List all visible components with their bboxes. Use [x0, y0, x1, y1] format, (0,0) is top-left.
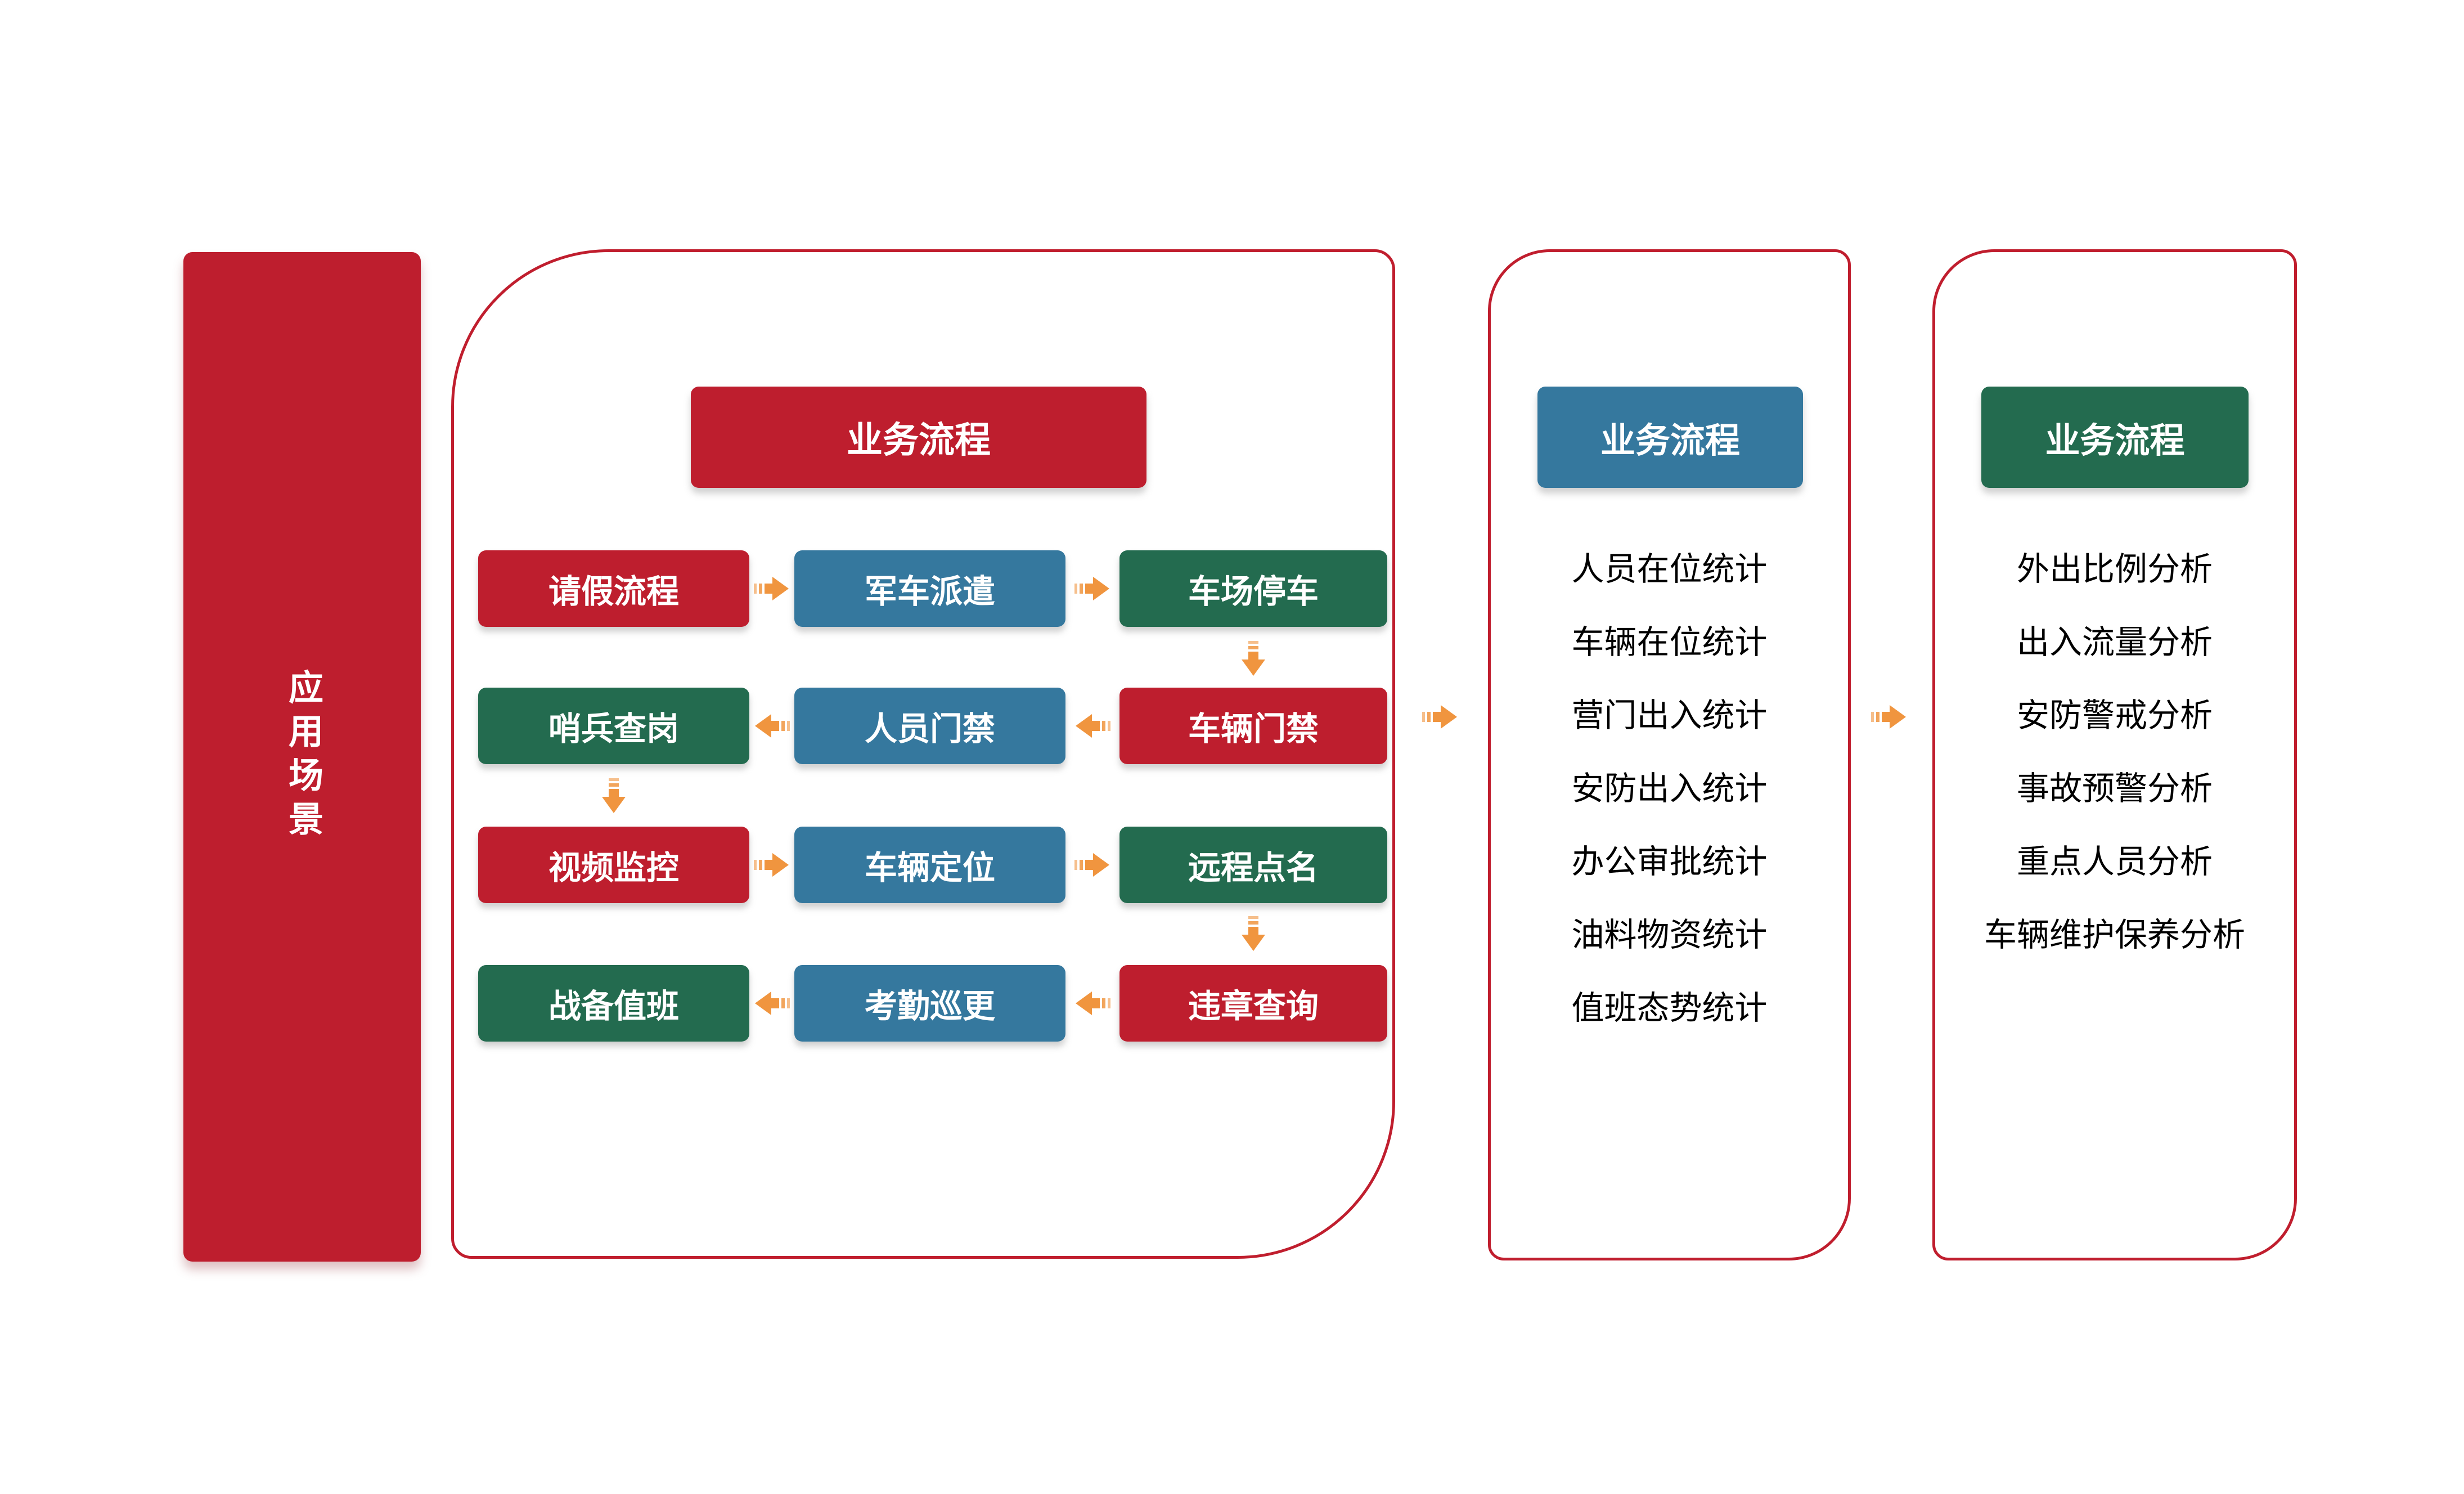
arrow-right-icon — [754, 853, 789, 877]
flow-box-attendance-patrol: 考勤巡更 — [794, 965, 1065, 1042]
arrow-left-icon — [1076, 714, 1110, 738]
flow-box-vehicle-location: 车辆定位 — [794, 827, 1065, 903]
flow-box-leave-process: 请假流程 — [478, 550, 749, 627]
flow-box-parking: 车场停车 — [1119, 550, 1387, 627]
arrow-right-icon — [1871, 705, 1906, 729]
flow-box-violation-query: 违章查询 — [1119, 965, 1387, 1042]
arrow-right-icon — [1074, 853, 1109, 877]
arrow-left-icon — [1076, 991, 1110, 1015]
statistics-panel: 业务流程 人员在位统计 车辆在位统计 营门出入统计 安防出入统计 办公审批统计 … — [1488, 249, 1851, 1260]
flow-box-military-dispatch: 军车派遣 — [794, 550, 1065, 627]
flow-box-remote-rollcall: 远程点名 — [1119, 827, 1387, 903]
arrow-right-icon — [1074, 577, 1109, 600]
list-item: 事故预警分析 — [2016, 770, 2213, 807]
flow-box-video-monitoring: 视频监控 — [478, 827, 749, 903]
list-item: 车辆维护保养分析 — [1984, 917, 2245, 953]
statistics-list: 人员在位统计 车辆在位统计 营门出入统计 安防出入统计 办公审批统计 油料物资统… — [1491, 530, 1848, 1042]
arrow-left-icon — [755, 714, 790, 738]
list-item: 油料物资统计 — [1571, 917, 1768, 953]
analysis-list: 外出比例分析 出入流量分析 安防警戒分析 事故预警分析 重点人员分析 车辆维护保… — [1935, 530, 2294, 968]
list-item: 安防警戒分析 — [2016, 697, 2213, 734]
business-flow-panel: 业务流程 请假流程 军车派遣 车场停车 哨兵查岗 人员门禁 车辆门禁 视频监控 … — [451, 249, 1395, 1259]
application-scenarios-title: 应用场景 — [283, 669, 322, 845]
arrow-right-icon — [1422, 705, 1457, 729]
flow-box-sentry-check: 哨兵查岗 — [478, 688, 749, 764]
statistics-panel-header: 业务流程 — [1537, 387, 1803, 488]
list-item: 车辆在位统计 — [1571, 624, 1768, 661]
flow-panel-header: 业务流程 — [691, 387, 1146, 488]
arrow-down-icon — [1242, 916, 1265, 951]
flow-box-personnel-access: 人员门禁 — [794, 688, 1065, 764]
list-item: 办公审批统计 — [1571, 844, 1768, 880]
arrow-down-icon — [602, 778, 626, 813]
arrow-right-icon — [754, 577, 789, 600]
analysis-panel: 业务流程 外出比例分析 出入流量分析 安防警戒分析 事故预警分析 重点人员分析 … — [1932, 249, 2297, 1260]
list-item: 值班态势统计 — [1571, 990, 1768, 1026]
list-item: 营门出入统计 — [1571, 697, 1768, 734]
list-item: 人员在位统计 — [1571, 551, 1768, 587]
flow-box-combat-duty: 战备值班 — [478, 965, 749, 1042]
list-item: 重点人员分析 — [2016, 844, 2213, 880]
analysis-panel-header: 业务流程 — [1981, 387, 2249, 488]
arrow-left-icon — [755, 991, 790, 1015]
arrow-down-icon — [1242, 641, 1265, 676]
list-item: 外出比例分析 — [2016, 551, 2213, 587]
flow-box-vehicle-access: 车辆门禁 — [1119, 688, 1387, 764]
list-item: 出入流量分析 — [2016, 624, 2213, 661]
list-item: 安防出入统计 — [1571, 770, 1768, 807]
application-scenarios-bar: 应用场景 — [183, 252, 421, 1262]
